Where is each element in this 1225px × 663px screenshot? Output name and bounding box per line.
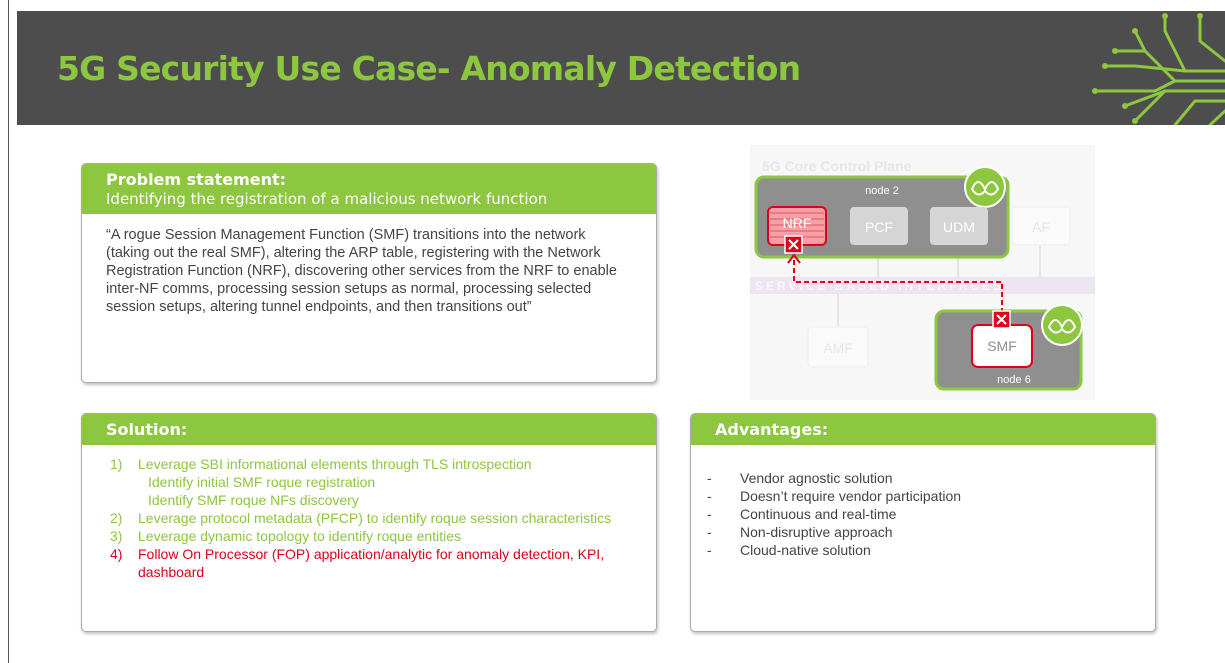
list-item: 3) Leverage dynamic topology to identify… xyxy=(110,528,461,544)
circuit-decoration-icon xyxy=(1092,13,1225,125)
list-item: -Doesn’t require vendor participation xyxy=(707,488,962,504)
list-item: 1) Leverage SBI informational elements t… xyxy=(110,456,532,508)
problem-header: Problem statement: Identifying the regis… xyxy=(82,164,656,214)
svg-text:AMF: AMF xyxy=(823,340,853,356)
udm-function xyxy=(930,207,988,245)
problem-subheading: Identifying the registration of a malici… xyxy=(106,190,548,208)
problem-quote: “A rogue Session Management Function (SM… xyxy=(106,227,617,315)
network-diagram-svg: 5G Core Control Plane SERVICE BASED INTE… xyxy=(750,145,1095,400)
advantages-list: -Vendor agnostic solution -Doesn’t requi… xyxy=(691,445,1155,559)
pcf-label: PCF xyxy=(865,219,893,235)
udm-label: UDM xyxy=(943,219,975,235)
smf-label: SMF xyxy=(987,338,1017,354)
alert-x-icon xyxy=(784,235,803,254)
title-bar: 5G Security Use Case- Anomaly Detection xyxy=(17,11,1225,125)
solution-panel: Solution: 1) Leverage SBI informational … xyxy=(81,413,657,632)
node-2-label: node 2 xyxy=(865,185,899,197)
alien-badge-icon xyxy=(1041,304,1083,346)
solution-header: Solution: xyxy=(82,414,656,445)
left-border-line xyxy=(8,0,9,663)
amf-function xyxy=(807,326,869,368)
plane-label: 5G Core Control Plane xyxy=(762,158,912,174)
advantages-header: Advantages: xyxy=(691,414,1155,445)
problem-statement-panel: Problem statement: Identifying the regis… xyxy=(81,163,657,383)
rogue-path xyxy=(793,257,1003,313)
alert-x-icon xyxy=(992,310,1011,329)
list-item: 4) Follow On Processor (FOP) application… xyxy=(110,546,605,580)
arrow-up-icon xyxy=(787,253,801,264)
af-function xyxy=(1011,206,1071,246)
core-network-diagram: 5G Core Control Plane SERVICE BASED INTE… xyxy=(750,145,1095,400)
list-item: 2) Leverage protocol metadata (PFCP) to … xyxy=(110,510,612,526)
list-item: -Cloud-native solution xyxy=(707,542,871,558)
list-item: -Non-disruptive approach xyxy=(707,524,893,540)
solution-list: 1) Leverage SBI informational elements t… xyxy=(82,445,656,581)
advantages-heading: Advantages: xyxy=(715,420,829,439)
nrf-label: NRF xyxy=(783,215,812,231)
node-6-label: node 6 xyxy=(997,374,1031,386)
solution-heading: Solution: xyxy=(106,420,188,439)
list-item: -Continuous and real-time xyxy=(707,506,897,522)
pcf-function xyxy=(850,207,908,245)
problem-heading: Problem statement: xyxy=(106,170,287,189)
page-title: 5G Security Use Case- Anomaly Detection xyxy=(57,49,801,88)
advantages-panel: Advantages: -Vendor agnostic solution -D… xyxy=(690,413,1156,632)
alien-badge-icon xyxy=(964,166,1006,208)
list-item: -Vendor agnostic solution xyxy=(707,470,893,486)
svg-text:AF: AF xyxy=(1032,219,1050,235)
